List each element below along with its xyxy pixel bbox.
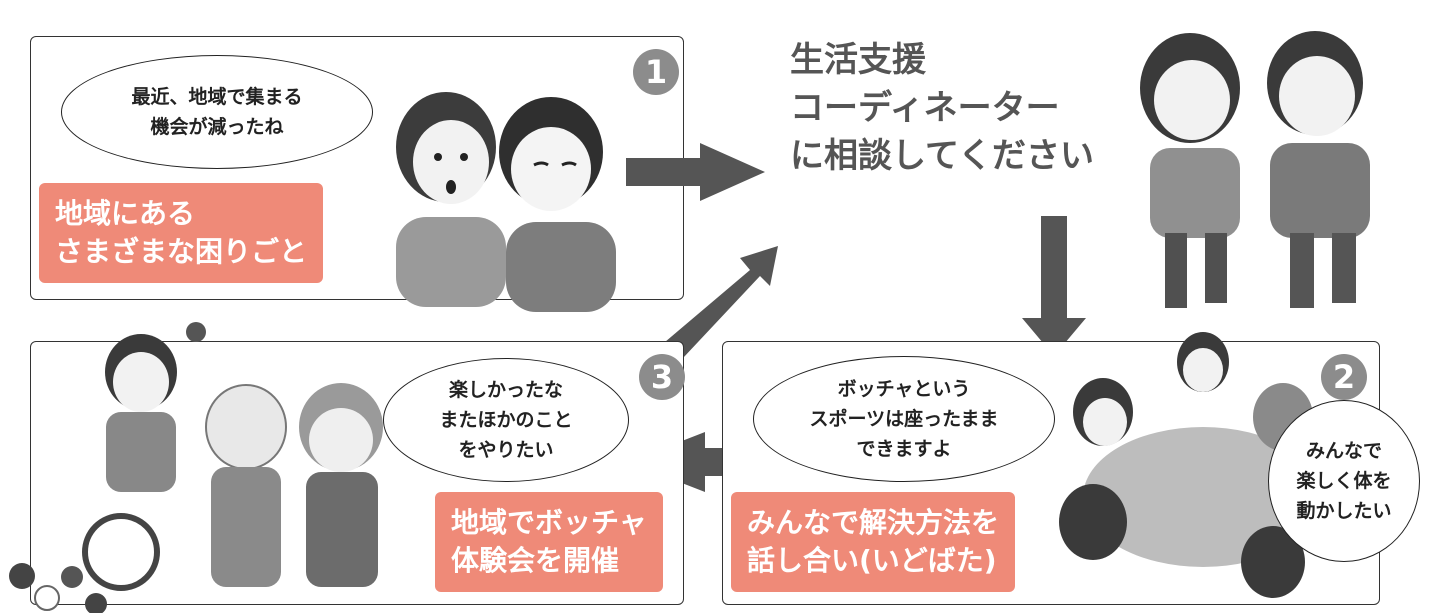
arrow-diagonal	[665, 246, 778, 358]
coordinators-illustration	[1140, 31, 1370, 308]
discussion-label: みんなで解決方法を 話し合い(いどばた)	[731, 492, 1016, 592]
step-3-panel: 3 楽しかったな またほかのこと をやりたい 地域でボッチャ 体験会を開催	[30, 322, 685, 605]
headline: 生活支援 コーディネーター に相談してください	[790, 40, 1094, 176]
action-label: 地域でボッチャ 体験会を開催	[435, 492, 663, 592]
speech-bubble-small: みんなで 楽しく体を 動かしたい	[1268, 400, 1420, 562]
worried-women-illustration	[396, 92, 616, 312]
arrow-down	[1022, 216, 1086, 356]
speech-bubble: ボッチャという スポーツは座ったまま できますよ	[753, 356, 1055, 482]
boccia-balls	[9, 563, 107, 613]
speech-text: みんなで 楽しく体を 動かしたい	[1296, 440, 1392, 522]
step-number-badge: 2	[1321, 354, 1367, 400]
arrow-right	[626, 143, 765, 201]
step-2-panel: 2 ボッチャという スポーツは座ったまま できますよ みんなで解決方法を 話し合…	[722, 332, 1420, 605]
speech-text: 楽しかったな またほかのこと をやりたい	[439, 379, 573, 461]
speech-bubble: 楽しかったな またほかのこと をやりたい	[383, 358, 629, 482]
step-number-badge: 3	[639, 354, 685, 400]
speech-text: ボッチャという スポーツは座ったまま できますよ	[809, 378, 999, 460]
step-number-badge: 1	[633, 49, 679, 95]
speech-text: 最近、地域で集まる 機会が減ったね	[131, 86, 303, 138]
problem-label: 地域にある さまざまな困りごと	[39, 183, 324, 283]
arrow-left	[628, 432, 763, 492]
boccia-players-illustration	[82, 322, 383, 591]
step-1-panel: 1 最近、地域で集まる 機会が減ったね 地域にある さまざまな困りごと	[30, 36, 684, 312]
speech-bubble: 最近、地域で集まる 機会が減ったね	[61, 55, 373, 169]
